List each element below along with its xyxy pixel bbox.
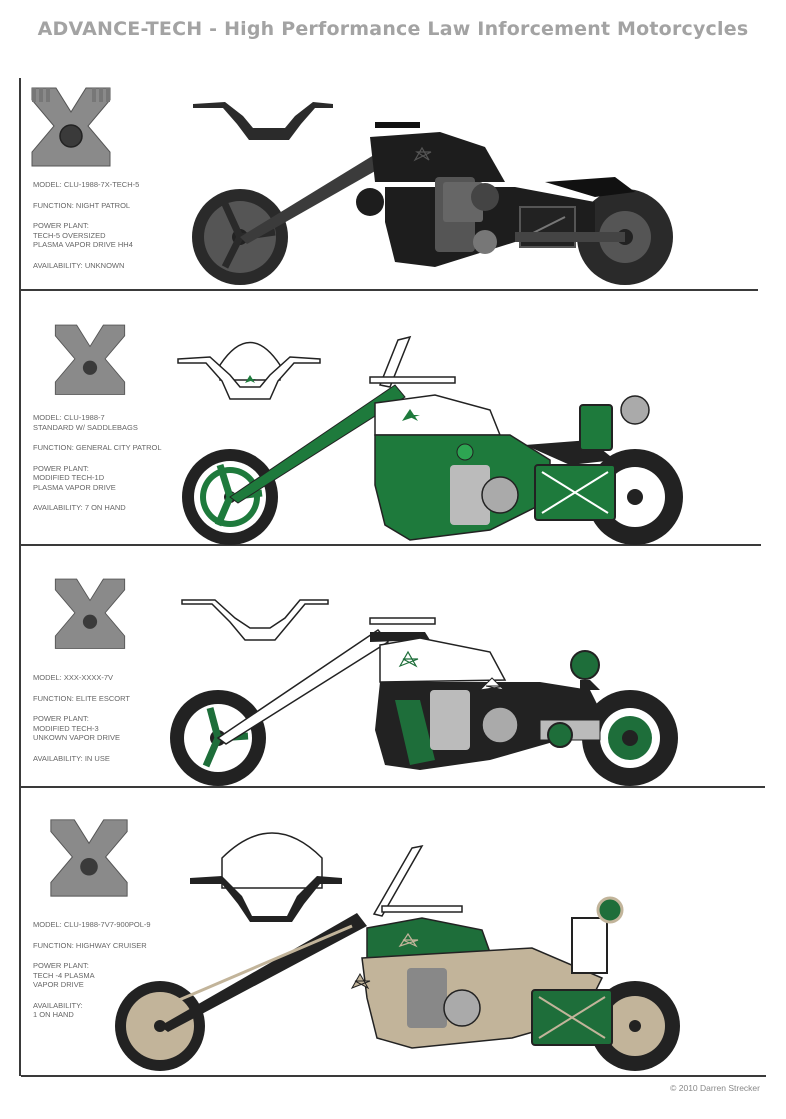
power-plant-line: PLASMA VAPOR DRIVE HH4 bbox=[33, 240, 133, 249]
motorcycle-illustration-highway-cruiser bbox=[115, 832, 680, 1071]
function-text: FUNCTION: ELITE ESCORT bbox=[33, 693, 130, 703]
power-plant-line: TECH -4 PLASMA bbox=[33, 970, 95, 980]
model-text: MODEL: CLU-1988-7X-TECH-5 bbox=[33, 180, 140, 189]
motorcycle-illustration-elite-escort bbox=[170, 599, 678, 786]
model-text-line-2: STANDARD W/ SADDLEBAGS bbox=[33, 422, 138, 432]
engine-icon bbox=[50, 819, 128, 897]
power-plant-label: POWER PLANT: bbox=[33, 714, 89, 723]
left-border-line bbox=[19, 78, 21, 1076]
divider-line-3 bbox=[21, 786, 765, 788]
spec-block-2: MODEL: CLU-1988-7 STANDARD W/ SADDLEBAGS… bbox=[33, 413, 183, 513]
availability-text: AVAILABILITY: IN USE bbox=[33, 753, 110, 763]
divider-line-1 bbox=[21, 289, 758, 291]
power-plant-line: TECH-5 OVERSIZED bbox=[33, 230, 106, 240]
model-text: MODEL: CLU-1988-7V7-900POL-9 bbox=[33, 920, 151, 929]
page-title: ADVANCE-TECH - High Performance Law Info… bbox=[37, 18, 749, 40]
availability-text: AVAILABILITY: 7 ON HAND bbox=[33, 503, 126, 512]
availability-text: AVAILABILITY: bbox=[33, 1000, 83, 1010]
function-text: FUNCTION: NIGHT PATROL bbox=[33, 200, 131, 210]
function-text: FUNCTION: HIGHWAY CRUISER bbox=[33, 940, 147, 950]
engine-icon bbox=[54, 578, 126, 649]
power-plant-label: POWER PLANT: bbox=[33, 961, 89, 970]
function-text: FUNCTION: GENERAL CITY PATROL bbox=[33, 443, 162, 452]
spec-block-3: MODEL: XXX-XXXX-7V FUNCTION: ELITE ESCOR… bbox=[33, 673, 183, 763]
engine-icon bbox=[54, 324, 126, 395]
spec-block-1: MODEL: CLU-1988-7X-TECH-5 FUNCTION: NIGH… bbox=[33, 180, 183, 270]
model-text: MODEL: CLU-1988-7 bbox=[33, 413, 105, 422]
motorcycle-illustration-city-patrol bbox=[177, 335, 683, 545]
copyright-footer: © 2010 Darren Strecker bbox=[670, 1083, 760, 1093]
availability-text: AVAILABILITY: UNKNOWN bbox=[33, 260, 125, 270]
power-plant-label: POWER PLANT: bbox=[33, 463, 89, 473]
availability-text-line-2: 1 ON HAND bbox=[33, 1010, 74, 1019]
power-plant-line: PLASMA VAPOR DRIVE bbox=[33, 482, 116, 492]
power-plant-line: MODIFIED TECH-1D bbox=[33, 473, 105, 482]
power-plant-line: MODIFIED TECH-3 bbox=[33, 723, 99, 733]
engine-icon bbox=[31, 87, 111, 167]
motorcycle-illustration-night-patrol bbox=[192, 102, 673, 285]
divider-line-4 bbox=[21, 1075, 766, 1077]
spec-block-4: MODEL: CLU-1988-7V7-900POL-9 FUNCTION: H… bbox=[33, 920, 183, 1020]
power-plant-line: UNKOWN VAPOR DRIVE bbox=[33, 733, 120, 742]
power-plant-label: POWER PLANT: bbox=[33, 221, 89, 230]
power-plant-line: VAPOR DRIVE bbox=[33, 980, 84, 989]
divider-line-2 bbox=[21, 544, 761, 546]
model-text: MODEL: XXX-XXXX-7V bbox=[33, 673, 114, 682]
